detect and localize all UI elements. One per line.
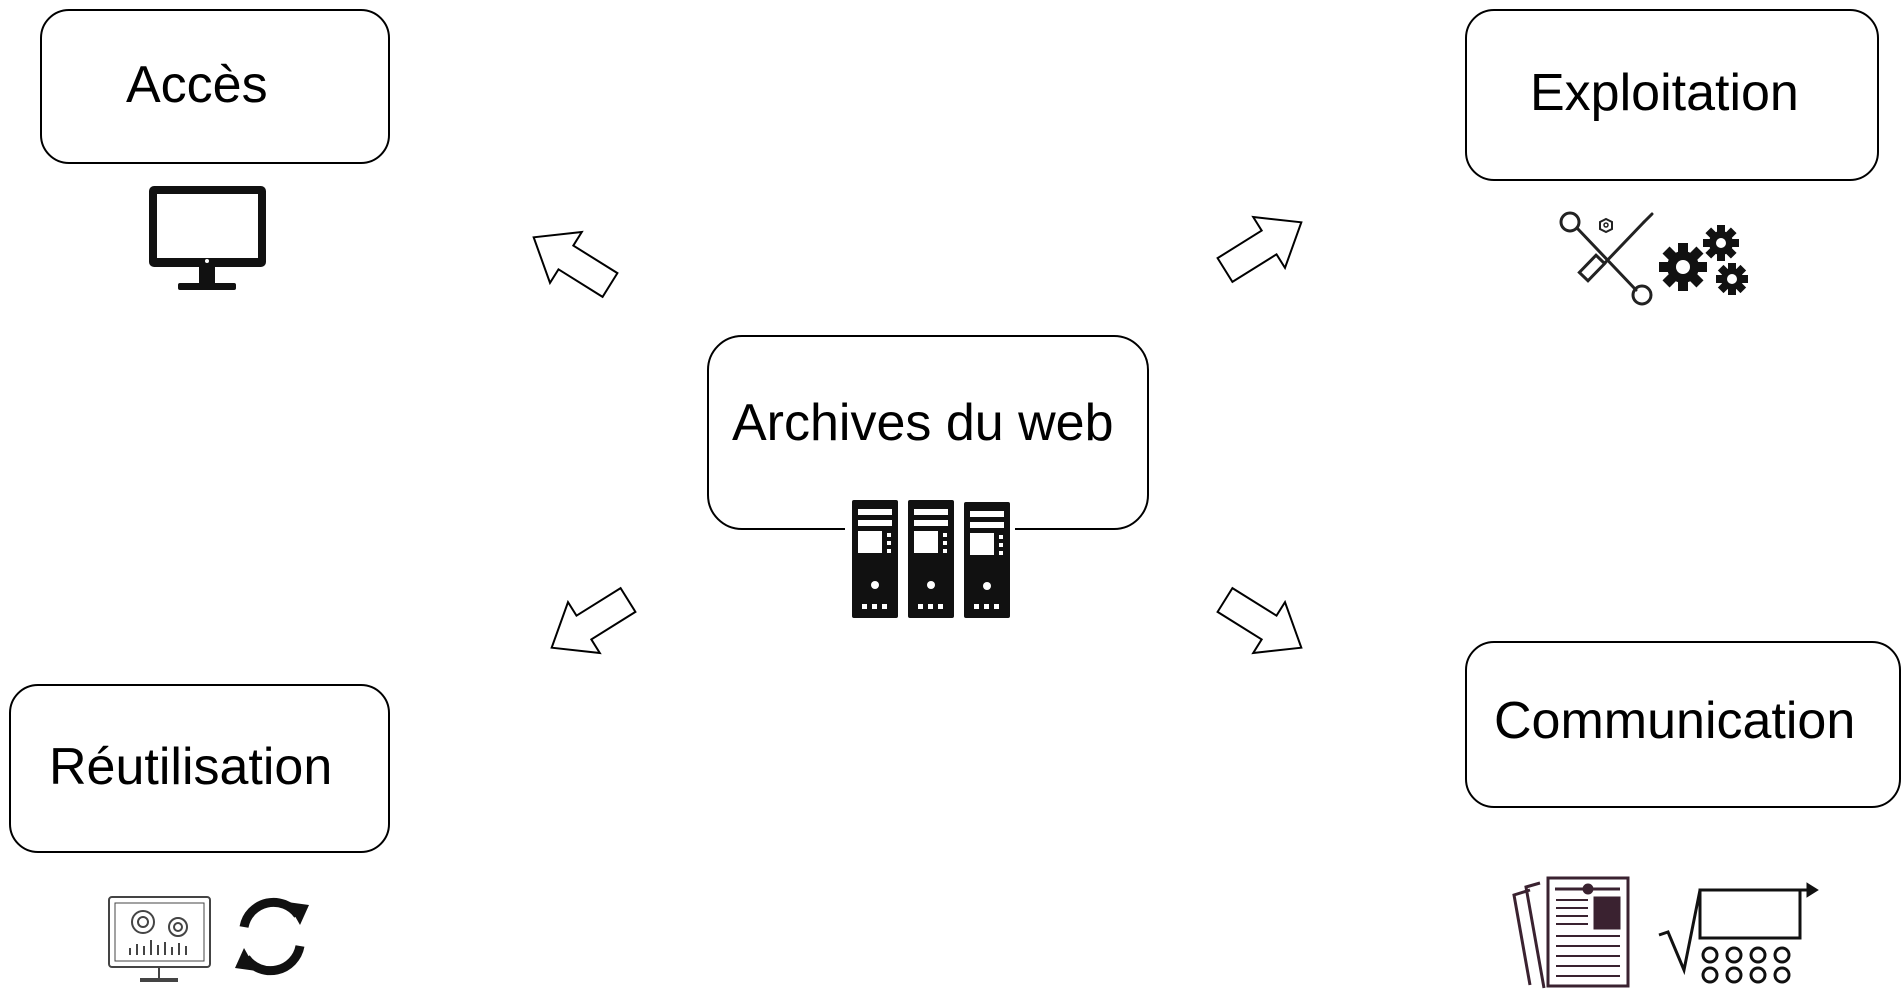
server-rack-icon <box>845 495 1015 625</box>
refresh-icon <box>235 897 309 976</box>
arrow-to-reutilisation <box>550 586 637 655</box>
communication-label: Communication <box>1494 692 1855 750</box>
exploitation-box <box>1465 9 1879 181</box>
formula-icon <box>1658 882 1819 984</box>
reutilisation-label: Réutilisation <box>49 738 332 796</box>
node-communication: Communication <box>1465 641 1901 989</box>
center-label: Archives du web <box>732 394 1114 452</box>
acces-label: Accès <box>126 56 268 114</box>
node-acces: Accès <box>40 9 390 290</box>
exploitation-label: Exploitation <box>1530 64 1799 122</box>
monitor-icon <box>149 186 266 290</box>
arrow-to-acces <box>532 230 619 299</box>
center-node: Archives du web <box>707 335 1149 625</box>
communication-box <box>1465 641 1901 808</box>
arrow-to-exploitation <box>1216 215 1303 284</box>
node-exploitation: Exploitation <box>1465 9 1879 306</box>
node-reutilisation: Réutilisation <box>9 684 390 982</box>
arrow-to-communication <box>1216 586 1303 655</box>
dashboard-gears-icon <box>108 896 211 982</box>
reutilisation-box <box>9 684 390 853</box>
gears-icon <box>1659 225 1748 295</box>
newspaper-icon <box>1512 876 1630 989</box>
tools-icon <box>1559 211 1654 306</box>
acces-box <box>40 9 390 164</box>
